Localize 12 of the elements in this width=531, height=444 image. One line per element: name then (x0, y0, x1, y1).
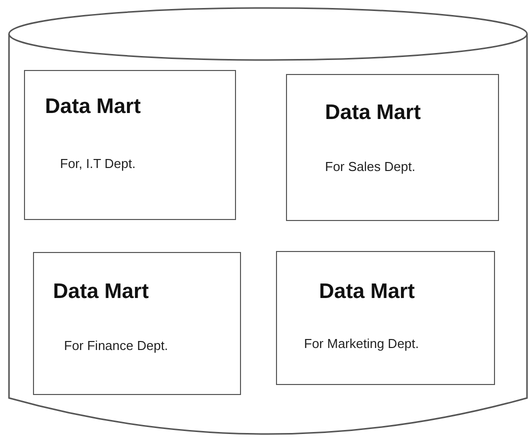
data-mart-box (286, 74, 499, 221)
data-mart-box (33, 252, 241, 395)
data-mart-box (24, 70, 236, 220)
box-subtitle: For Marketing Dept. (304, 336, 419, 351)
data-mart-box (276, 251, 495, 385)
box-subtitle: For Sales Dept. (325, 159, 416, 174)
box-title: Data Mart (319, 280, 415, 304)
box-subtitle: For Finance Dept. (64, 338, 168, 353)
box-title: Data Mart (45, 95, 141, 119)
box-title: Data Mart (53, 280, 149, 304)
box-title: Data Mart (325, 101, 421, 125)
box-subtitle: For, I.T Dept. (60, 156, 136, 171)
